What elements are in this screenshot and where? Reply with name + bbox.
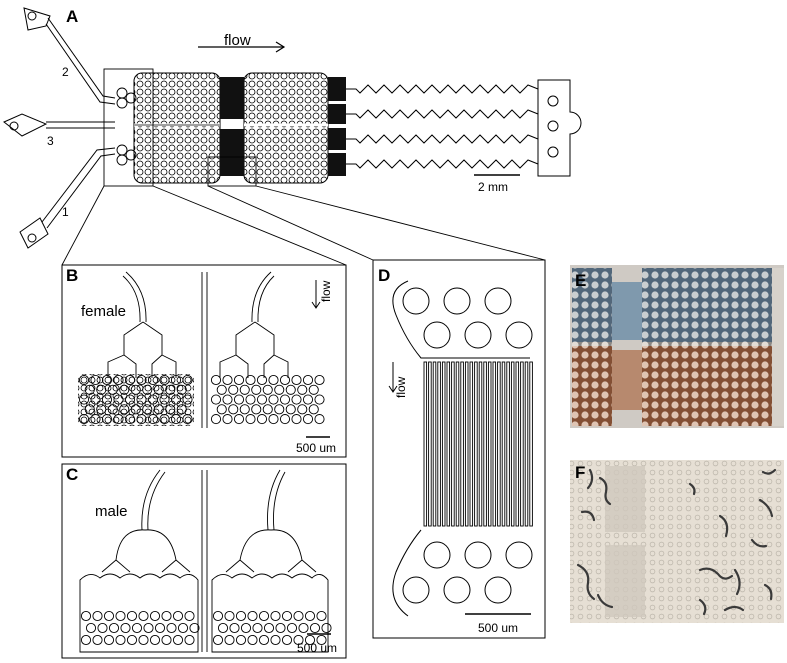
panel-d-letter: D [378,266,390,285]
inlet-port-1 [19,147,116,249]
outlet-ports-a [537,79,582,177]
scale-bar-b: 500 um [296,436,336,455]
male-tree-right [211,469,329,653]
male-tree-left [79,469,199,653]
serpentine-channels-a [346,84,539,169]
female-pillar-grid-right [210,374,325,425]
scale-bar-d: 500 um [465,613,531,635]
flow-label-b: flow [319,280,333,302]
svg-text:500 um: 500 um [478,621,518,635]
flow-label-d: flow [394,376,408,398]
female-pillar-grid-left [78,374,193,425]
female-tree-left [78,271,194,426]
flow-arrow-b [311,280,321,309]
flow-arrow-d [388,362,398,393]
panel-c: C male 500 um [61,463,347,659]
pillar-arrays-a [133,72,329,184]
inlet-label-1: 1 [62,205,69,219]
male-label: male [95,503,128,520]
female-tree-right [219,271,289,378]
flow-label-a: flow [224,32,251,49]
female-label: female [81,303,126,320]
panel-b: B female flow 500 um [61,264,347,458]
panel-a-letter: A [66,7,78,26]
inlet-port-3 [3,113,115,137]
panel-e-photo: E [570,265,784,428]
male-pillar-grid [80,610,332,646]
inlet-label-2: 2 [62,65,69,79]
channel-blocks-a [220,77,346,176]
flow-arrow-a [198,41,286,53]
panel-f-photo: F [570,460,784,623]
inlet-label-3: 3 [47,134,54,148]
panel-b-letter: B [66,266,78,285]
inlet-tree-top [116,87,137,109]
scale-bar-a: 2 mm [474,174,520,194]
divider-c [201,470,208,652]
inlet-port-2 [23,7,116,105]
pillars-bottom-d [392,529,533,617]
parallel-channels-d [423,361,533,527]
panel-d: D flow 500 um [372,259,546,639]
scale-bar-c: 500 um [297,633,337,655]
zoom-boxes-a [61,68,546,266]
worms [576,468,777,616]
panel-a: A flow 2 3 1 [3,7,582,266]
svg-text:500 um: 500 um [297,641,337,655]
svg-text:2 mm: 2 mm [478,180,508,194]
panel-f-letter: F [575,463,585,482]
svg-text:500 um: 500 um [296,441,336,455]
divider-b [201,272,208,428]
panel-e-letter: E [575,271,586,290]
panel-c-letter: C [66,465,78,484]
inlet-tree-bottom [116,144,137,166]
pillars-top-d [392,280,533,359]
